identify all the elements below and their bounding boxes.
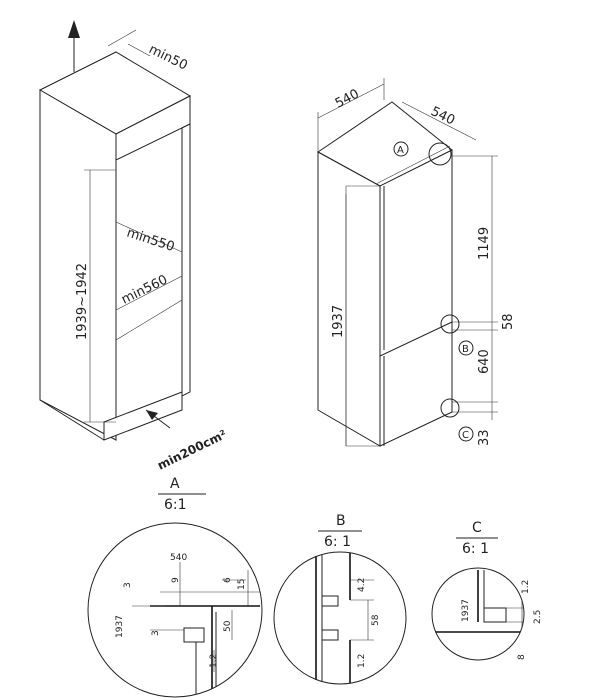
door-split-line: [379, 321, 453, 357]
fridge-depth-label: 540: [428, 104, 457, 128]
lower-door-label: 640: [477, 349, 492, 374]
fridge-height-label: 1937: [331, 305, 346, 338]
detail-b-dim-42: 4.2: [357, 578, 367, 592]
detail-b-dim-12: 1.2: [357, 654, 367, 668]
min-depth-upper-label: min550: [125, 226, 177, 256]
bottom-label: 33: [477, 429, 492, 446]
detail-a-dim-6: 6: [223, 577, 233, 583]
upper-door-label: 1149: [477, 227, 492, 260]
cabinet-left-side: [39, 89, 117, 441]
detail-a-dim-1937: 1937: [115, 615, 125, 638]
detail-c-dim-12: 1.2: [521, 580, 531, 594]
detail-c: C 6: 1 1937 1.2 2.5 8: [431, 520, 543, 661]
cabinet-right-frame: [181, 123, 191, 397]
detail-b-title: B: [336, 513, 346, 529]
fridge-front: [379, 149, 453, 447]
detail-a-circle: [87, 522, 263, 698]
detail-a-dim-9: 9: [171, 577, 181, 583]
detail-c-dim-1937: 1937: [461, 599, 471, 622]
vent-area-label: min200cm²: [155, 427, 229, 473]
cabinet-plinth: [103, 391, 183, 441]
detail-a-dim-50: 50: [223, 620, 233, 632]
detail-a-scale: 6:1: [164, 497, 187, 513]
detail-a: A 6:1 540 9 6 15 3 1937 3 50 1.2: [87, 476, 263, 698]
detail-c-dim-8: 8: [517, 654, 527, 660]
fridge-drawing: 540 540 1937 1149 58 640 33 A B C: [317, 78, 516, 447]
marker-a-label: A: [397, 145, 404, 156]
marker-b-label: B: [462, 344, 469, 355]
up-arrow-head: [68, 20, 80, 38]
detail-a-dim-3a: 3: [123, 582, 133, 588]
min-top-label: min50: [146, 42, 189, 73]
niche-height-label: 1939~1942: [75, 263, 90, 340]
marker-circle-b: [440, 314, 460, 334]
detail-b-circle: [273, 551, 407, 685]
fridge-width-label: 540: [333, 87, 362, 112]
fridge-left-side: [317, 151, 381, 447]
marker-circle-a: [428, 142, 452, 166]
detail-b: B 6: 1 4.2 58 1.2: [273, 513, 407, 685]
detail-a-title: A: [170, 476, 180, 492]
min-depth-lower-label: min560: [119, 272, 170, 307]
gap-label: 58: [501, 313, 516, 330]
detail-c-dim-25: 2.5: [533, 610, 543, 624]
detail-c-title: C: [472, 520, 482, 536]
detail-b-dim-58: 58: [371, 614, 381, 626]
detail-a-dim-12: 1.2: [209, 654, 219, 668]
detail-c-circle: [431, 567, 525, 661]
detail-a-dim-3b: 3: [151, 630, 161, 636]
marker-circle-c: [440, 398, 460, 418]
detail-a-dim-15: 15: [237, 579, 247, 590]
detail-b-scale: 6: 1: [324, 534, 351, 550]
detail-a-dim-540: 540: [170, 553, 187, 563]
niche-drawing: 1939~1942 min50 min550 min560 min200cm²: [38, 20, 229, 473]
detail-c-scale: 6: 1: [462, 541, 489, 557]
marker-c-label: C: [462, 430, 469, 441]
